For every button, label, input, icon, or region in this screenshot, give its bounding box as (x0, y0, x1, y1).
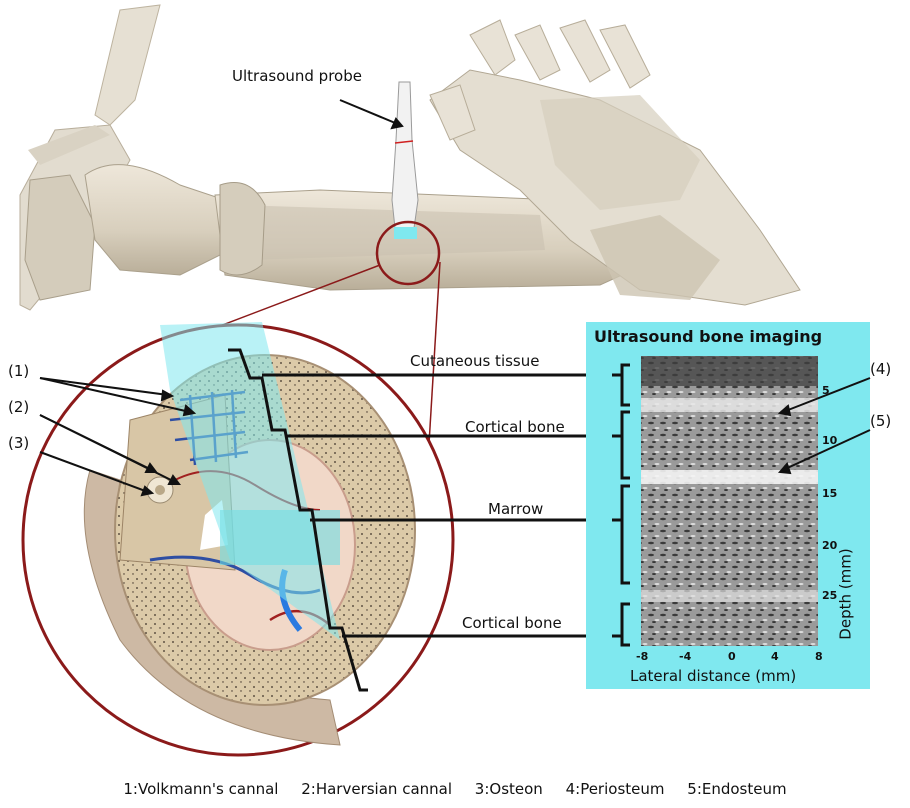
bone-cross-section (23, 322, 453, 755)
marker-5: (5) (870, 412, 891, 430)
legend-item: 3:Osteon (475, 780, 543, 798)
label-cortical-bone-bottom: Cortical bone (462, 614, 562, 632)
marker-1: (1) (8, 362, 29, 380)
legend-item: 1:Volkmann's cannal (123, 780, 278, 798)
label-cutaneous-tissue: Cutaneous tissue (410, 352, 539, 370)
legend: 1:Volkmann's cannal 2:Harversian cannal … (0, 780, 910, 798)
x-tick: 8 (815, 650, 823, 663)
y-tick: 20 (822, 539, 837, 552)
x-tick: 0 (728, 650, 736, 663)
legend-item: 4:Periosteum (566, 780, 665, 798)
y-tick: 25 (822, 589, 837, 602)
marker-2: (2) (8, 398, 29, 416)
x-tick: -4 (679, 650, 691, 663)
us-panel-title: Ultrasound bone imaging (594, 327, 822, 346)
label-marrow: Marrow (488, 500, 543, 518)
label-cortical-bone-top: Cortical bone (465, 418, 565, 436)
y-tick: 10 (822, 434, 837, 447)
x-axis-label: Lateral distance (mm) (630, 667, 796, 685)
y-tick: 15 (822, 487, 837, 500)
periosteum-echo (641, 398, 818, 412)
probe-label: Ultrasound probe (232, 67, 362, 85)
y-tick: 5 (822, 384, 830, 397)
endosteum-echo (641, 470, 818, 484)
legend-item: 5:Endosteum (687, 780, 786, 798)
x-tick: -8 (636, 650, 648, 663)
marker-4: (4) (870, 360, 891, 378)
marker-3: (3) (8, 434, 29, 452)
legend-item: 2:Harversian cannal (301, 780, 452, 798)
x-tick: 4 (771, 650, 779, 663)
ultrasound-probe-graphic (392, 82, 418, 239)
y-axis-label: Depth (mm) (837, 548, 855, 639)
